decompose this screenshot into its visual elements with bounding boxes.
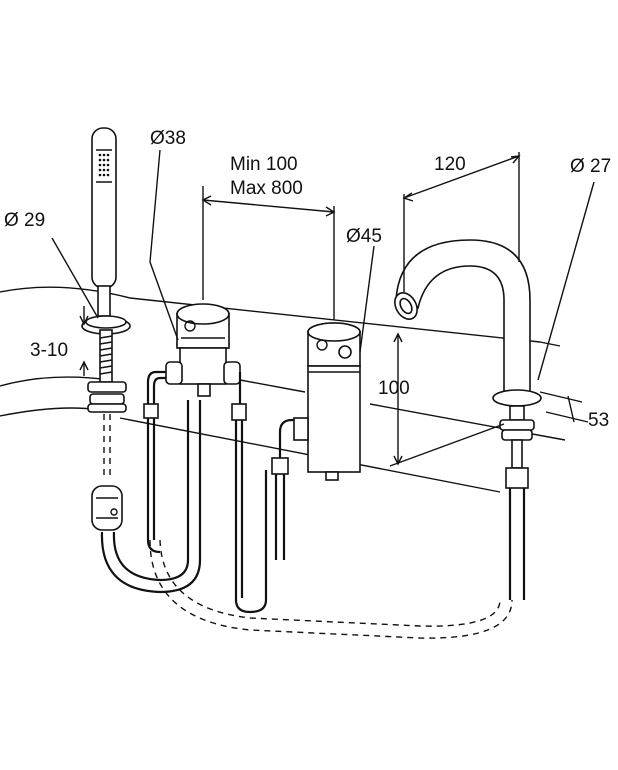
label-spacing-max: Max 800 bbox=[230, 178, 303, 199]
label-spout-height: 100 bbox=[378, 378, 410, 399]
hand-shower bbox=[81, 127, 202, 594]
shower-spray-holes bbox=[98, 153, 110, 177]
valve-body bbox=[271, 322, 361, 560]
label-deck-thickness: 3-10 bbox=[30, 340, 68, 361]
dimension-lines bbox=[51, 149, 595, 467]
label-spout-offset: 53 bbox=[588, 410, 609, 431]
spout bbox=[394, 239, 542, 600]
mixer-body bbox=[143, 303, 513, 639]
label-spacing-min: Min 100 bbox=[230, 154, 298, 175]
label-spout-reach: 120 bbox=[434, 154, 466, 175]
label-hand-shower-hole: Ø 29 bbox=[4, 210, 45, 231]
label-spout-base: Ø 27 bbox=[570, 156, 611, 177]
label-valve-body: Ø45 bbox=[346, 226, 382, 247]
label-mixer-body: Ø38 bbox=[150, 128, 186, 149]
deck-surface bbox=[0, 286, 566, 493]
